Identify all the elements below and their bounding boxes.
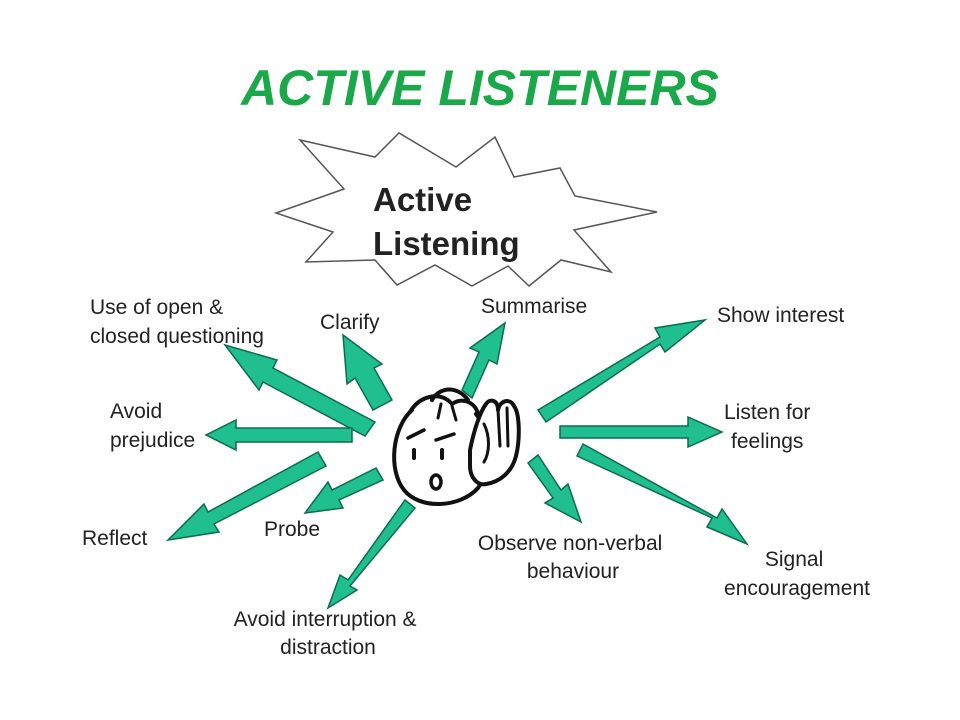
arrow-reflect [165, 450, 328, 542]
arrow-signal [575, 442, 750, 546]
label-open-closed: Use of open & closed questioning [90, 296, 264, 348]
label-avoid-interruption-line2: distraction [280, 636, 376, 659]
arrows-group [165, 318, 750, 610]
label-avoid-prejudice-line2: prejudice [110, 429, 195, 452]
arrow-clarify [342, 333, 394, 412]
label-signal-line2: encouragement [724, 577, 870, 600]
arrow-listen-feelings [559, 415, 724, 449]
label-avoid-interruption: Avoid interruption & distraction [234, 608, 423, 659]
label-listen-feelings-line2: feelings [731, 430, 803, 453]
arrow-observe [526, 453, 583, 524]
label-avoid-prejudice-line1: Avoid [110, 400, 162, 423]
label-observe: Observe non-verbal behaviour [478, 532, 668, 583]
label-signal-line1: Signal [765, 548, 823, 571]
label-probe-line1: Probe [264, 518, 320, 541]
page-title: ACTIVE LISTENERS [241, 60, 719, 116]
label-signal: Signal encouragement [724, 548, 870, 600]
label-show-interest-line1: Show interest [717, 304, 844, 327]
listening-face-icon [392, 387, 521, 506]
label-listen-feelings: Listen for feelings [724, 401, 816, 453]
burst-label-line1: Active [373, 181, 472, 218]
label-open-closed-line2: closed questioning [90, 325, 264, 348]
arrow-avoid-prejudice [204, 418, 353, 452]
label-summarise-line1: Summarise [481, 295, 587, 318]
arrow-probe [303, 467, 385, 514]
label-avoid-prejudice: Avoid prejudice [110, 400, 195, 452]
label-reflect: Reflect [82, 527, 148, 550]
burst-label-line2: Listening [373, 225, 520, 262]
label-probe: Probe [264, 518, 320, 541]
label-summarise: Summarise [481, 295, 587, 318]
label-listen-feelings-line1: Listen for [724, 401, 810, 424]
arrow-open-closed [223, 343, 377, 437]
label-avoid-interruption-line1: Avoid interruption & [234, 608, 417, 631]
label-observe-line1: Observe non-verbal [478, 532, 662, 555]
arrow-avoid-interruption [326, 498, 417, 610]
arrow-summarise [461, 321, 507, 400]
label-open-closed-line1: Use of open & [90, 296, 223, 319]
label-observe-line2: behaviour [527, 560, 619, 583]
label-show-interest: Show interest [717, 304, 844, 327]
starburst-icon [273, 132, 658, 287]
label-clarify-line1: Clarify [320, 311, 380, 334]
label-reflect-line1: Reflect [82, 527, 148, 550]
arrow-show-interest [536, 318, 708, 424]
label-clarify: Clarify [320, 311, 380, 334]
